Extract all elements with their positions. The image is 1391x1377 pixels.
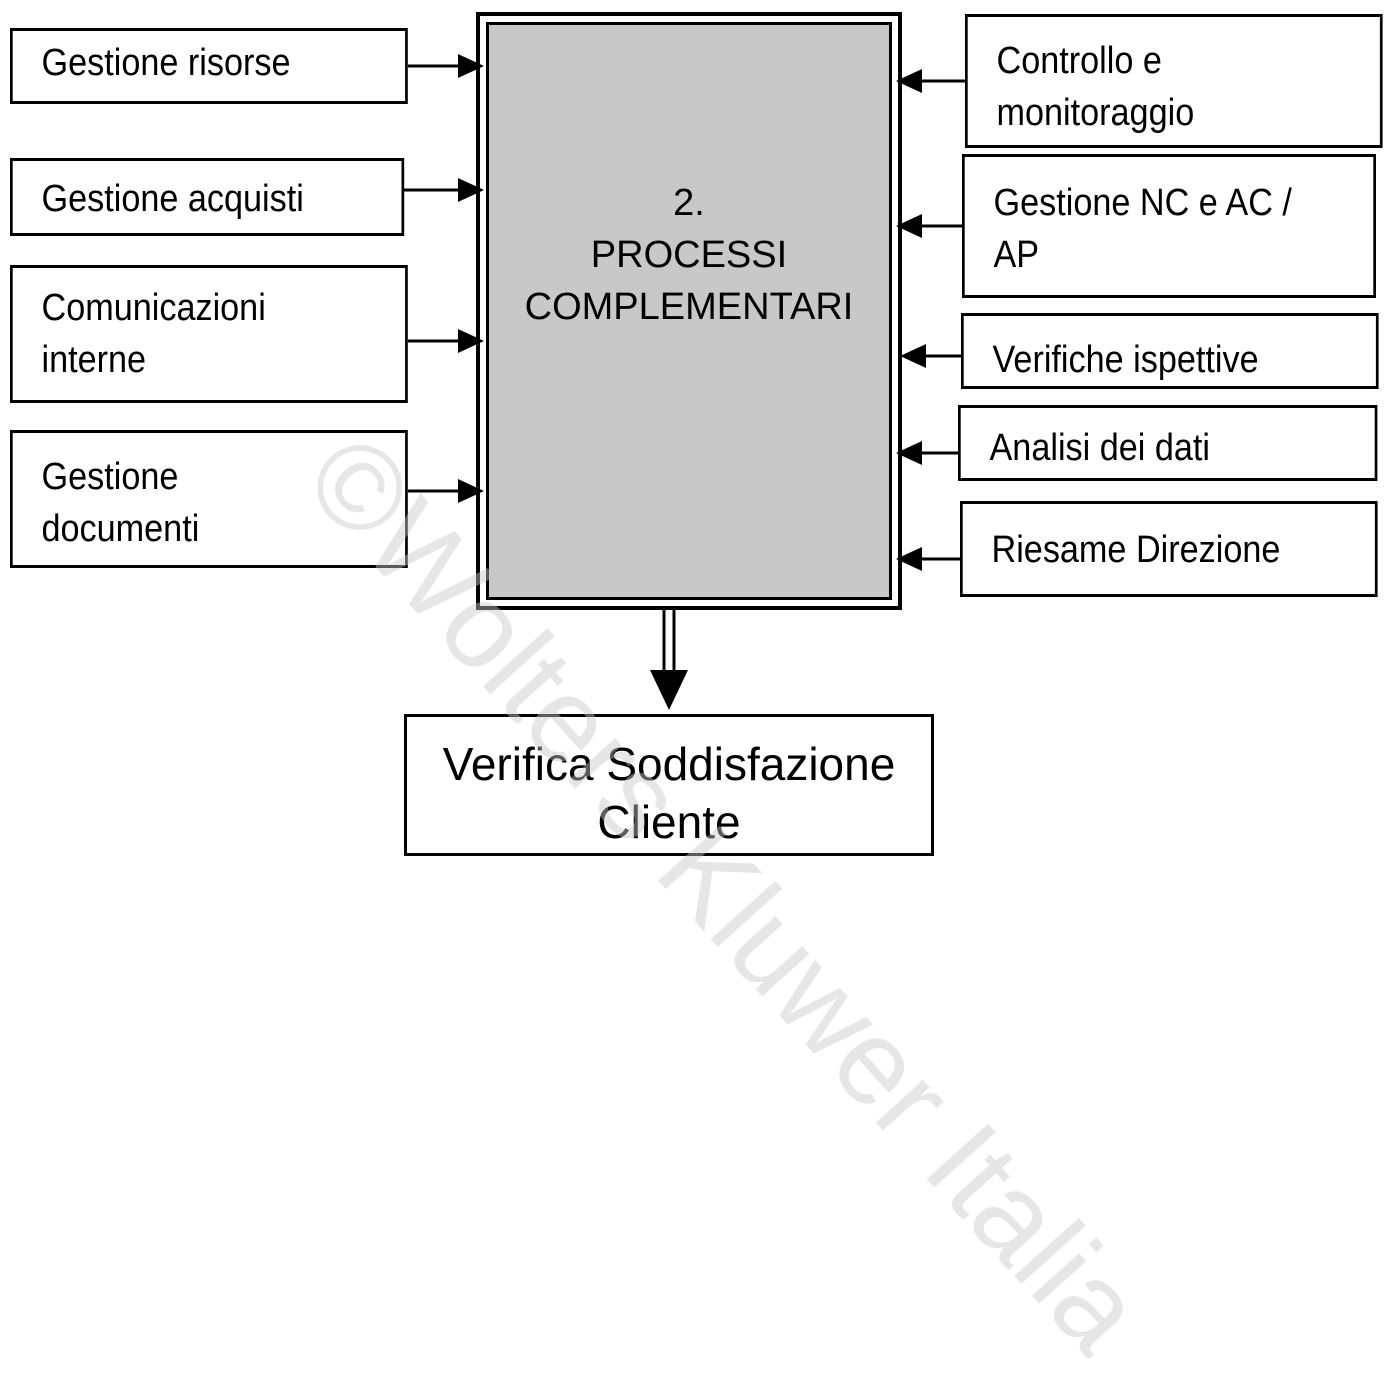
center-title-line1: PROCESSI [590,234,788,276]
box-gestione-acquisti: Gestione acquisti [10,158,405,236]
result-box: Verifica Soddisfazione Cliente [404,714,934,856]
box-gestione-documenti: Gestione documenti [10,430,408,568]
box-label: Riesame Direzione [991,529,1281,571]
arrowhead-output [650,670,688,710]
connector-layer [404,54,966,710]
center-title: 2. PROCESSI COMPLEMENTARI [489,177,889,333]
box-analisi-dati: Analisi dei dati [958,405,1378,481]
center-process-fill: 2. PROCESSI COMPLEMENTARI [486,22,892,600]
arrowhead-analisi [896,441,922,465]
arrowhead-controllo [896,69,922,93]
box-comunicazioni-interne: Comunicazioni interne [10,265,408,403]
arrowhead-riesame [896,547,922,571]
result-line1: Verifica Soddisfazione [442,738,896,790]
box-label-line2: interne [41,339,147,381]
arrowhead-nc-ac [896,214,922,238]
box-verifiche-ispettive: Verifiche ispettive [961,313,1379,389]
box-label-line1: Gestione [41,456,179,498]
center-process-box: 2. PROCESSI COMPLEMENTARI [476,12,902,610]
box-label-line2: documenti [41,508,200,550]
box-label-line1: Gestione NC e AC / [993,182,1292,224]
arrowhead-acquisti [458,178,484,202]
arrowhead-documenti [458,479,484,503]
box-gestione-nc-ac-ap: Gestione NC e AC / AP [962,154,1376,298]
arrowhead-verifiche [900,344,926,368]
box-label: Analisi dei dati [989,427,1211,469]
box-label-line2: AP [993,234,1040,276]
arrowhead-comunicazioni [458,329,484,353]
box-label-line1: Comunicazioni [41,287,266,329]
center-title-line2: COMPLEMENTARI [524,286,854,328]
box-controllo-monitoraggio: Controllo e monitoraggio [965,14,1383,148]
box-label-line1: Controllo e [996,40,1162,82]
center-number: 2. [673,182,705,224]
box-label-line2: monitoraggio [996,92,1195,134]
box-riesame-direzione: Riesame Direzione [960,501,1378,597]
box-label: Gestione acquisti [41,178,304,220]
box-label: Verifiche ispettive [992,339,1259,381]
arrowhead-risorse [458,54,484,78]
result-line2: Cliente [597,796,741,848]
box-label: Gestione risorse [41,42,291,84]
process-diagram: Gestione risorse Gestione acquisti Comun… [10,12,1383,1377]
box-gestione-risorse: Gestione risorse [10,28,408,104]
